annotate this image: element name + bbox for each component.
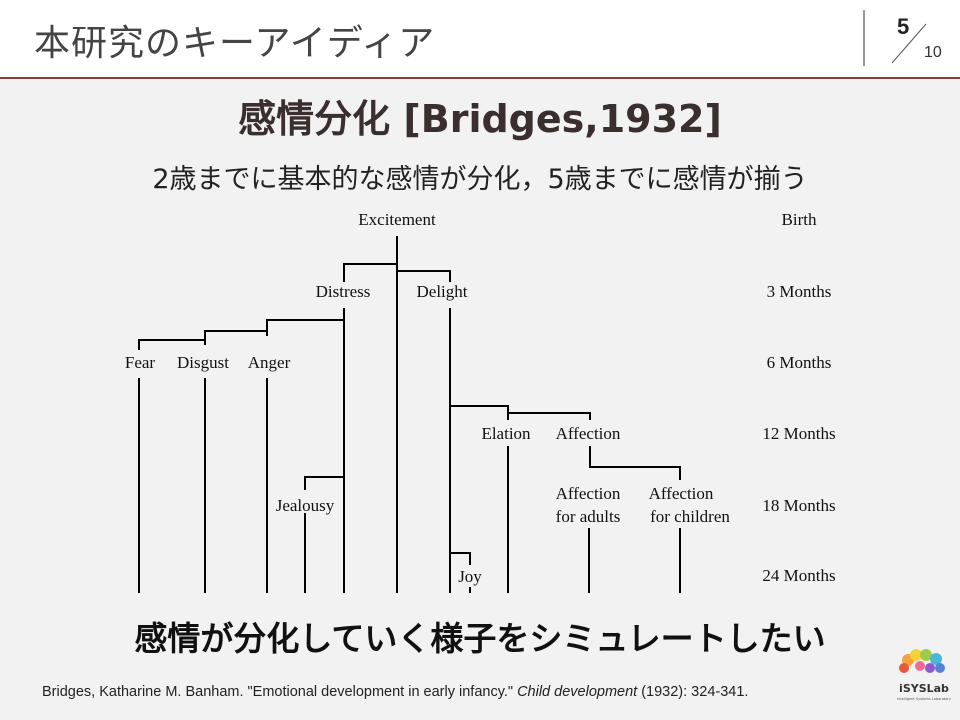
label-disgust: Disgust <box>177 353 229 372</box>
slide-title: 本研究のキーアイディア <box>34 23 436 64</box>
label-affection-children: Affection <box>649 484 714 503</box>
divider <box>863 10 865 66</box>
citation-journal: Child development <box>517 684 638 700</box>
svg-text:Intelligent Systems Laboratory: Intelligent Systems Laboratory <box>897 697 951 701</box>
page-number: 5 <box>897 14 910 39</box>
label-delight: Delight <box>417 282 468 301</box>
tree-lines <box>138 236 681 593</box>
label-distress: Distress <box>316 282 371 301</box>
label-jealousy: Jealousy <box>276 496 335 515</box>
subtitle: 2歳までに基本的な感情が分化，5歳までに感情が揃う <box>152 164 808 195</box>
main-heading: 感情分化 [Bridges,1932] <box>238 97 722 141</box>
isyslab-logo: iSYSLab Intelligent Systems Laboratory <box>897 649 951 701</box>
label-elation: Elation <box>481 424 531 443</box>
label-affection-adults-2: for adults <box>556 507 621 526</box>
bottom-message: 感情が分化していく様子をシミュレートしたい <box>134 619 826 658</box>
label-affection-children-2: for children <box>650 507 730 526</box>
svg-text:iSYSLab: iSYSLab <box>899 682 949 695</box>
citation-pages: (1932): 324-341. <box>637 684 749 700</box>
age-label: Birth <box>782 210 817 229</box>
age-label: 12 Months <box>762 424 835 443</box>
label-excitement: Excitement <box>358 210 436 229</box>
slash-divider <box>891 23 927 64</box>
age-label: 24 Months <box>762 566 835 585</box>
label-affection: Affection <box>556 424 621 443</box>
label-anger: Anger <box>248 353 291 372</box>
slide-header: 本研究のキーアイディア 5 10 <box>0 0 960 79</box>
page-total: 10 <box>924 44 942 61</box>
label-joy: Joy <box>458 567 482 586</box>
age-label: 18 Months <box>762 496 835 515</box>
age-label: 6 Months <box>767 353 832 372</box>
label-fear: Fear <box>125 353 156 372</box>
citation: Bridges, Katharine M. Banham. "Emotional… <box>42 684 748 700</box>
label-affection-adults: Affection <box>556 484 621 503</box>
citation-text: Bridges, Katharine M. Banham. "Emotional… <box>42 684 518 700</box>
age-label: 3 Months <box>767 282 832 301</box>
